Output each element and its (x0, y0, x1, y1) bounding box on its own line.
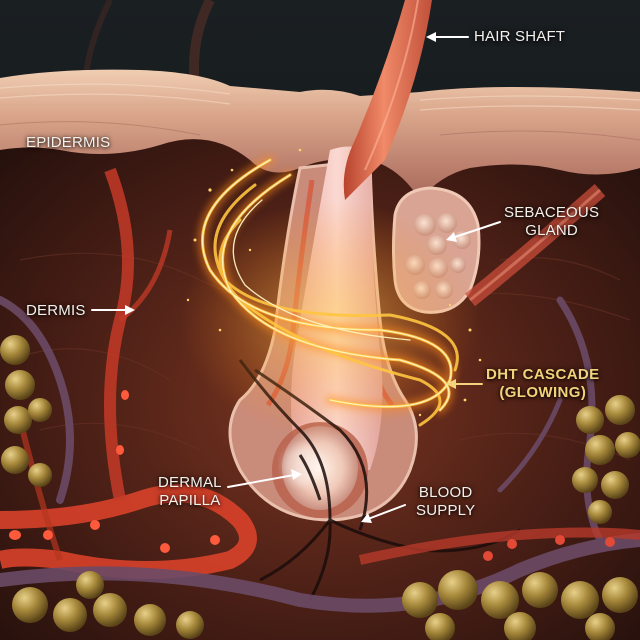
label-dermal-papilla: DERMAL PAPILLA (158, 474, 222, 510)
epidermis-layer (0, 69, 640, 201)
label-papilla-line2: PAPILLA (159, 492, 221, 509)
dht-cascade-swirl (186, 148, 482, 427)
label-blood-line1: BLOOD (418, 484, 473, 501)
fat-lobules (0, 335, 640, 640)
label-dht-line2: (GLOWING) (499, 384, 587, 401)
sebaceous-gland-arrow (451, 221, 501, 239)
label-blood-supply: BLOOD SUPPLY (416, 484, 475, 520)
label-epidermis-text: EPIDERMIS (26, 134, 111, 151)
dermal-papilla-arrow (227, 474, 295, 488)
label-sebaceous-line2: GLAND (525, 222, 578, 239)
label-hair-shaft: HAIR SHAFT (474, 28, 565, 46)
label-dermis: DERMIS (26, 302, 86, 320)
label-dermis-text: DERMIS (26, 302, 86, 319)
label-papilla-line1: DERMAL (158, 474, 222, 491)
label-hair-shaft-text: HAIR SHAFT (474, 28, 566, 45)
dht-glow-halo (180, 200, 480, 440)
label-sebaceous-gland: SEBACEOUS GLAND (504, 204, 599, 240)
blood-supply-arrow (367, 504, 406, 520)
annotation-arrows (91, 32, 501, 523)
hair-shaft-shape (343, 0, 432, 200)
label-epidermis: EPIDERMIS (26, 134, 110, 152)
label-blood-line2: SUPPLY (416, 502, 476, 519)
label-sebaceous-line1: SEBACEOUS (504, 204, 600, 221)
label-dht-line1: DHT CASCADE (486, 366, 600, 383)
label-dht-cascade: DHT CASCADE (GLOWING) (486, 366, 600, 402)
